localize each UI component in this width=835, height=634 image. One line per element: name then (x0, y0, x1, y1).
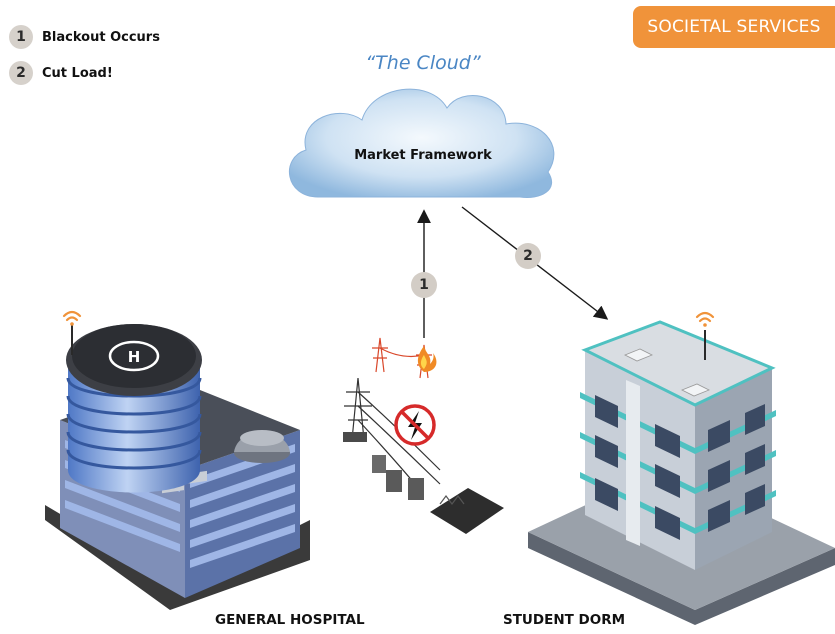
hospital-building (45, 324, 310, 610)
cloud-shape (288, 88, 555, 199)
legend-number-badge: 1 (9, 25, 33, 49)
flame-icon (417, 346, 437, 372)
power-grid (343, 337, 504, 534)
wifi-icon (695, 311, 715, 327)
hospital-label: GENERAL HOSPITAL (215, 612, 365, 628)
dorm-building (528, 320, 835, 625)
legend-label: Cut Load! (42, 65, 113, 81)
no-power-icon (394, 404, 436, 446)
dorm-label: STUDENT DORM (503, 612, 626, 628)
cloud-label: Market Framework (354, 148, 492, 163)
cloud-caption: “The Cloud” (365, 52, 481, 74)
wifi-icon (62, 310, 82, 326)
category-tag: SOCIETAL SERVICES (633, 6, 835, 48)
legend-number-badge: 2 (9, 61, 33, 85)
legend: 1 Blackout Occurs 2 Cut Load! (9, 25, 160, 97)
helipad-icon (108, 340, 160, 372)
legend-item: 2 Cut Load! (9, 61, 160, 85)
helipad-letter: H (128, 348, 141, 366)
legend-item: 1 Blackout Occurs (9, 25, 160, 49)
step-badge-2: 2 (515, 243, 541, 269)
step-badge-1: 1 (411, 272, 437, 298)
legend-label: Blackout Occurs (42, 29, 160, 45)
